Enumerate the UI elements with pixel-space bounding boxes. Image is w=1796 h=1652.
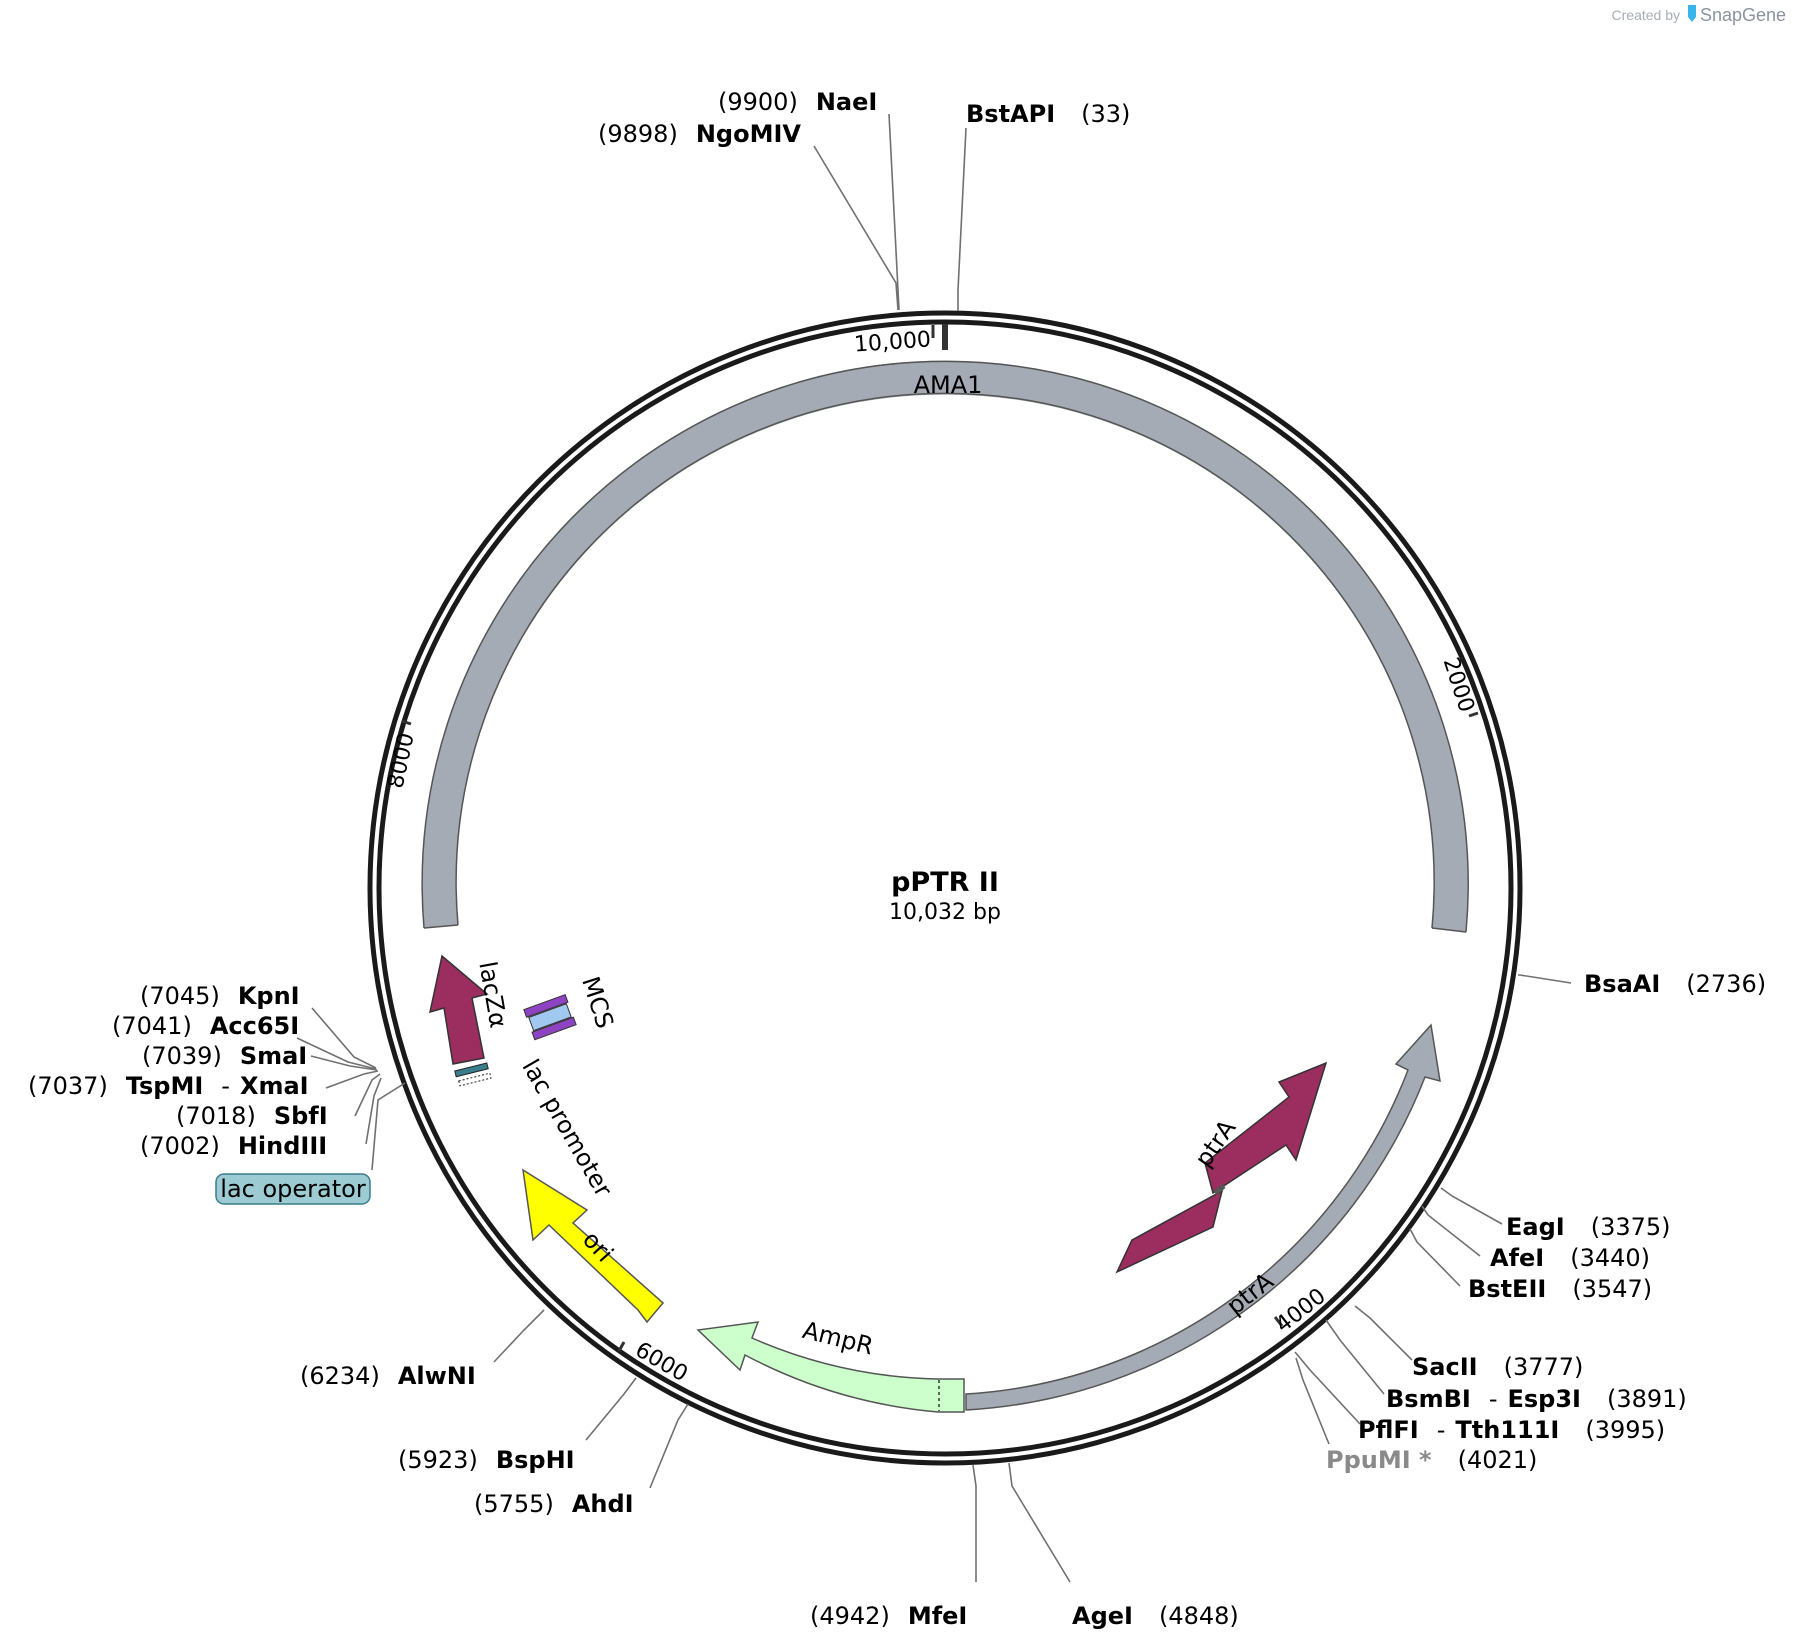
tick-2000 xyxy=(1468,711,1479,718)
site-naei[interactable]: (9900)NaeI xyxy=(718,88,877,116)
backbone-inner-ring xyxy=(376,319,1514,1457)
laczalpha-label: lacZα xyxy=(473,959,512,1030)
ptra-gray-arrow[interactable] xyxy=(965,1023,1441,1411)
site-mfei[interactable]: (4942)MfeI xyxy=(810,1602,967,1630)
site-alwni[interactable]: (6234)AlwNI xyxy=(300,1362,476,1390)
laczalpha-arrow[interactable] xyxy=(429,954,489,1065)
mcs-feature[interactable] xyxy=(523,993,577,1041)
backbone-outer-ring xyxy=(367,310,1523,1466)
mcs-label: MCS xyxy=(576,973,619,1032)
ama1-end-left xyxy=(423,924,459,929)
ama1-label: AMA1 xyxy=(914,371,983,399)
site-ppumi[interactable]: PpuMI *(4021) xyxy=(1326,1446,1537,1474)
site-bsaai[interactable]: BsaAI(2736) xyxy=(1584,970,1766,998)
tick-6000 xyxy=(617,1341,626,1352)
ptra-inner-arrow[interactable] xyxy=(1115,1061,1328,1274)
credit-brand: SnapGene xyxy=(1700,5,1786,25)
leader-lines xyxy=(296,113,1572,1583)
site-hindiii[interactable]: (7002)HindIII xyxy=(140,1132,327,1160)
site-bstapi[interactable]: BstAPI(33) xyxy=(966,100,1130,128)
lac-promoter-mark[interactable] xyxy=(458,1072,492,1087)
snapgene-logo-icon xyxy=(1688,5,1696,22)
lac-operator-callout[interactable]: lac operator xyxy=(215,1173,371,1205)
site-bsmbi-esp3i[interactable]: BsmBI-Esp3I(3891) xyxy=(1386,1385,1687,1413)
plasmid-length: 10,032 bp xyxy=(889,900,1001,925)
snapgene-credit: Created by SnapGene xyxy=(1612,5,1786,25)
site-ahdi[interactable]: (5755)AhdI xyxy=(474,1490,634,1518)
site-agei[interactable]: AgeI(4848) xyxy=(1072,1602,1239,1630)
tick-8000 xyxy=(401,719,412,726)
site-ngomiv[interactable]: (9898)NgoMIV xyxy=(598,120,801,148)
tick-label-10000: 10,000 xyxy=(853,327,932,357)
ampr-arrow[interactable] xyxy=(696,1321,965,1413)
tick-4000 xyxy=(1273,1316,1284,1327)
lac-operator-label: lac operator xyxy=(220,1175,366,1203)
site-tspmi-xmai[interactable]: (7037)TspMI-XmaI xyxy=(28,1072,309,1100)
site-labels: (9900)NaeI (9898)NgoMIV BstAPI(33) BsaAI… xyxy=(28,88,1766,1630)
site-afei[interactable]: AfeI(3440) xyxy=(1490,1244,1650,1272)
ama1-outer-edge xyxy=(421,360,1469,933)
site-sbfi[interactable]: (7018)SbfI xyxy=(176,1102,328,1130)
lac-operator-mark[interactable] xyxy=(454,1062,489,1078)
ama1-inner-edge xyxy=(455,392,1435,929)
ori-arrow[interactable] xyxy=(522,1168,665,1324)
site-eagi[interactable]: EagI(3375) xyxy=(1506,1213,1671,1241)
ama1-end-right xyxy=(1431,927,1467,933)
site-kpni[interactable]: (7045)KpnI xyxy=(140,982,300,1010)
site-pflfi-tth111i[interactable]: PflFI-Tth111I(3995) xyxy=(1358,1416,1665,1444)
site-bsteii[interactable]: BstEII(3547) xyxy=(1468,1275,1652,1303)
site-bsphi[interactable]: (5923)BspHI xyxy=(398,1446,575,1474)
site-smai[interactable]: (7039)SmaI xyxy=(142,1042,307,1070)
ama1-feature[interactable] xyxy=(422,360,1469,932)
site-acc65i[interactable]: (7041)Acc65I xyxy=(112,1012,299,1040)
credit-prefix: Created by xyxy=(1612,7,1680,23)
ampr-label: AmpR xyxy=(800,1316,876,1361)
site-sacii[interactable]: SacII(3777) xyxy=(1412,1353,1583,1381)
plasmid-name: pPTR II xyxy=(891,867,999,898)
